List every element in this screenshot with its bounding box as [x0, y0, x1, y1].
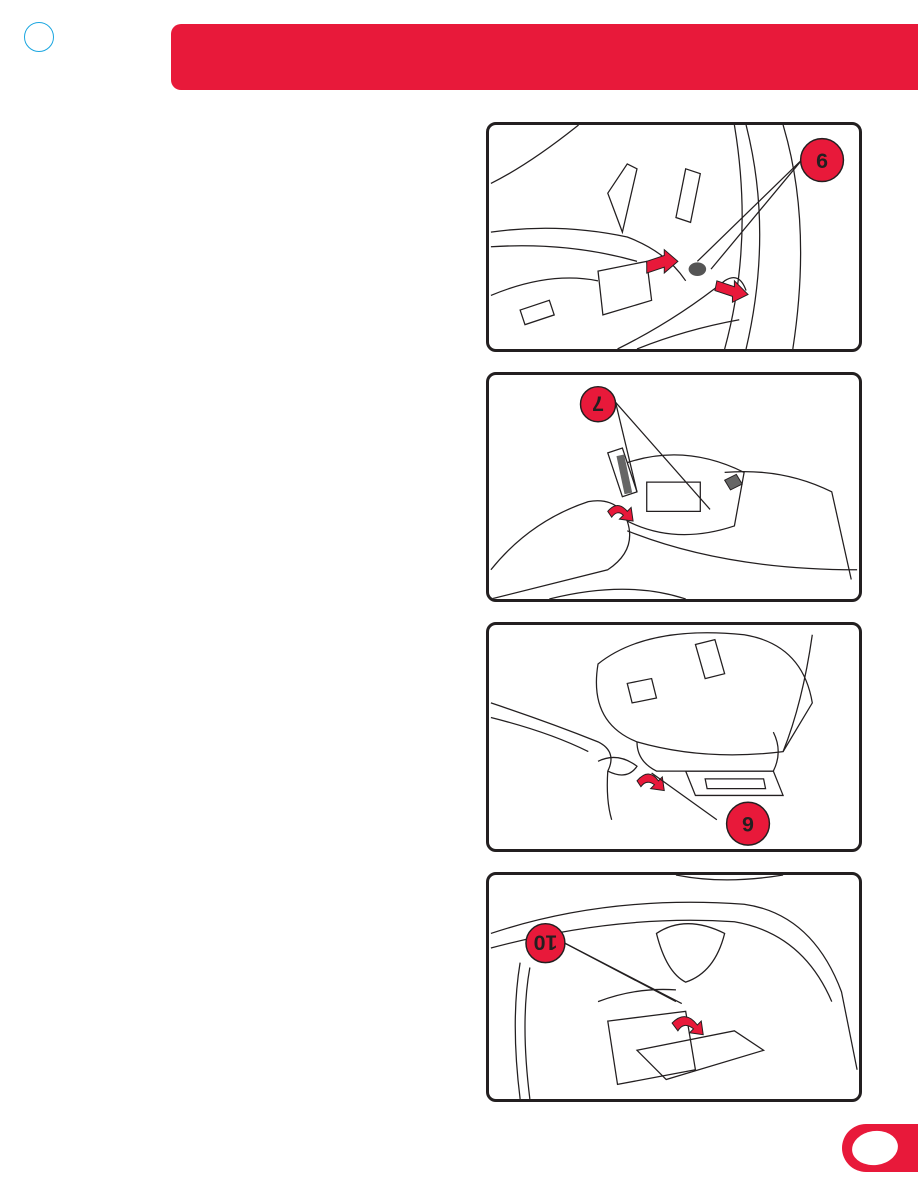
callout-label: 9	[742, 812, 754, 836]
car-seat-top-strap-illustration: 10	[489, 875, 859, 1099]
callout-label: 7	[592, 391, 604, 415]
section-circle-icon	[24, 22, 54, 52]
car-seat-lower-strap-illustration: 9	[489, 625, 859, 849]
illustration-panel-step-9: 9	[486, 622, 862, 852]
car-seat-belt-path-illustration: 7	[489, 375, 859, 599]
callout-label: 10	[533, 930, 557, 954]
callout-label: 6	[816, 149, 828, 173]
car-seat-buckle-illustration: 6	[489, 125, 859, 349]
illustration-panel-step-7: 7	[486, 372, 862, 602]
header-banner	[171, 24, 918, 90]
illustration-panel-step-10: 10	[486, 872, 862, 1102]
illustration-panel-step-6: 6	[486, 122, 862, 352]
